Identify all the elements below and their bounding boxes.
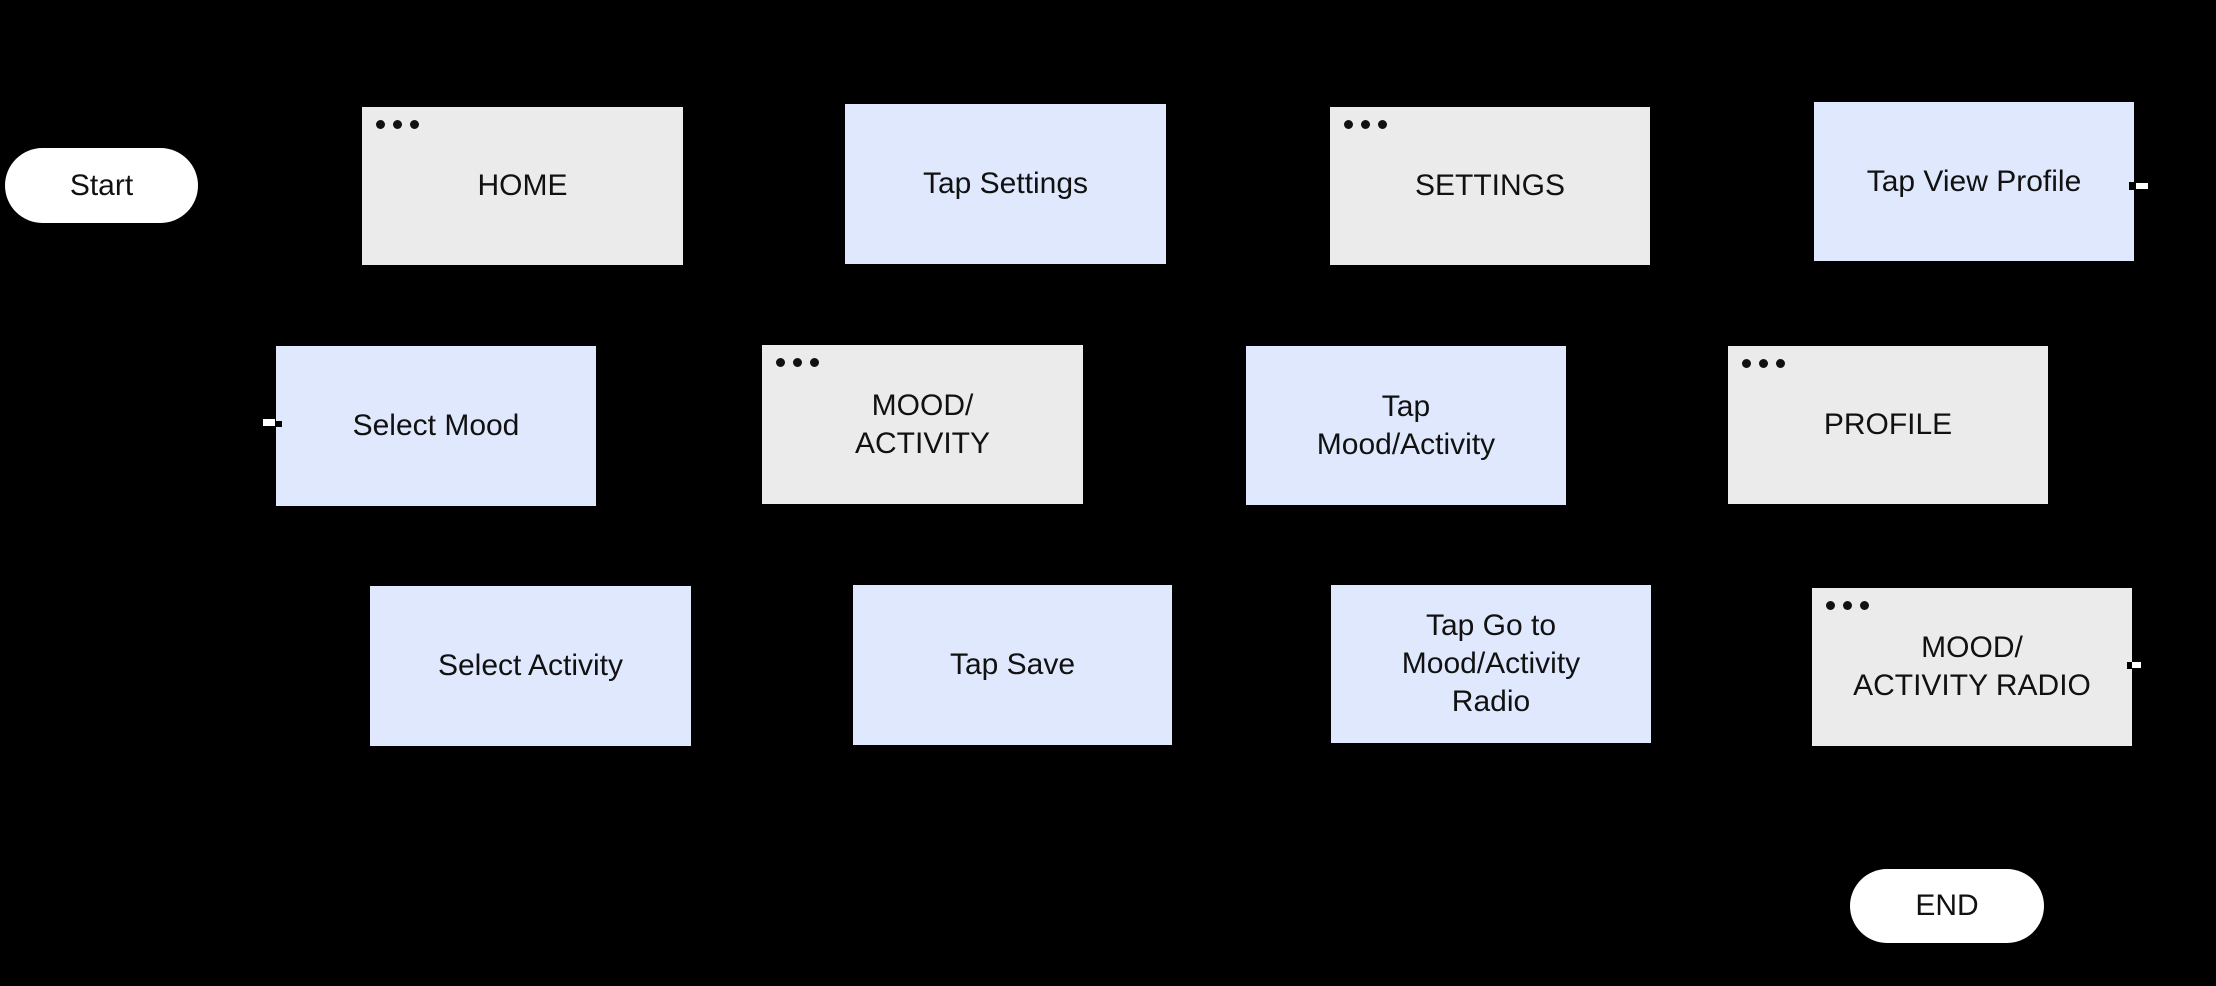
node-end: END (1850, 869, 2044, 943)
node-start: Start (5, 148, 198, 223)
node-select-activity-label: Select Activity (437, 649, 624, 682)
node-tap-save-label: Tap Save (949, 648, 1076, 681)
node-mood-activity-label: MOOD/ ACTIVITY (854, 388, 990, 460)
node-tap-settings: Tap Settings (845, 104, 1166, 264)
node-profile-label: PROFILE (1823, 408, 1953, 441)
node-mood-activity-radio: MOOD/ ACTIVITY RADIO (1812, 588, 2132, 746)
node-settings: SETTINGS (1330, 107, 1650, 265)
node-tap-settings-label: Tap Settings (922, 167, 1089, 200)
node-select-mood-label: Select Mood (352, 409, 520, 442)
node-home: HOME (362, 107, 683, 265)
node-mood-activity: MOOD/ ACTIVITY (762, 345, 1083, 504)
ellipsis-icon (776, 358, 819, 367)
node-tap-go-to-mood-activity-radio: Tap Go to Mood/Activity Radio (1331, 585, 1651, 743)
connector-stub (2132, 662, 2141, 668)
node-end-label: END (1915, 889, 1979, 922)
node-select-activity: Select Activity (370, 586, 691, 746)
ellipsis-icon (1742, 359, 1785, 368)
node-tap-go-to-mood-activity-radio-label: Tap Go to Mood/Activity Radio (1401, 609, 1581, 718)
connector-stub (2127, 662, 2132, 669)
node-tap-view-profile-label: Tap View Profile (1866, 164, 2082, 198)
ellipsis-icon (1826, 601, 1869, 610)
ellipsis-icon (1344, 120, 1387, 129)
node-tap-view-profile: Tap View Profile (1814, 102, 2134, 261)
node-tap-mood-activity: Tap Mood/Activity (1246, 346, 1566, 505)
node-profile: PROFILE (1728, 346, 2048, 504)
node-start-label: Start (69, 168, 134, 202)
node-select-mood: Select Mood (276, 346, 596, 506)
node-mood-activity-radio-label: MOOD/ ACTIVITY RADIO (1853, 631, 2091, 702)
ellipsis-icon (376, 120, 419, 129)
node-tap-mood-activity-label: Tap Mood/Activity (1316, 389, 1496, 461)
connector-stub (263, 419, 275, 426)
connector-stub (2136, 183, 2148, 189)
connector-stub (2129, 182, 2134, 190)
node-home-label: HOME (477, 169, 568, 202)
node-tap-save: Tap Save (853, 585, 1172, 745)
node-settings-label: SETTINGS (1414, 169, 1565, 202)
connector-stub (276, 421, 282, 427)
